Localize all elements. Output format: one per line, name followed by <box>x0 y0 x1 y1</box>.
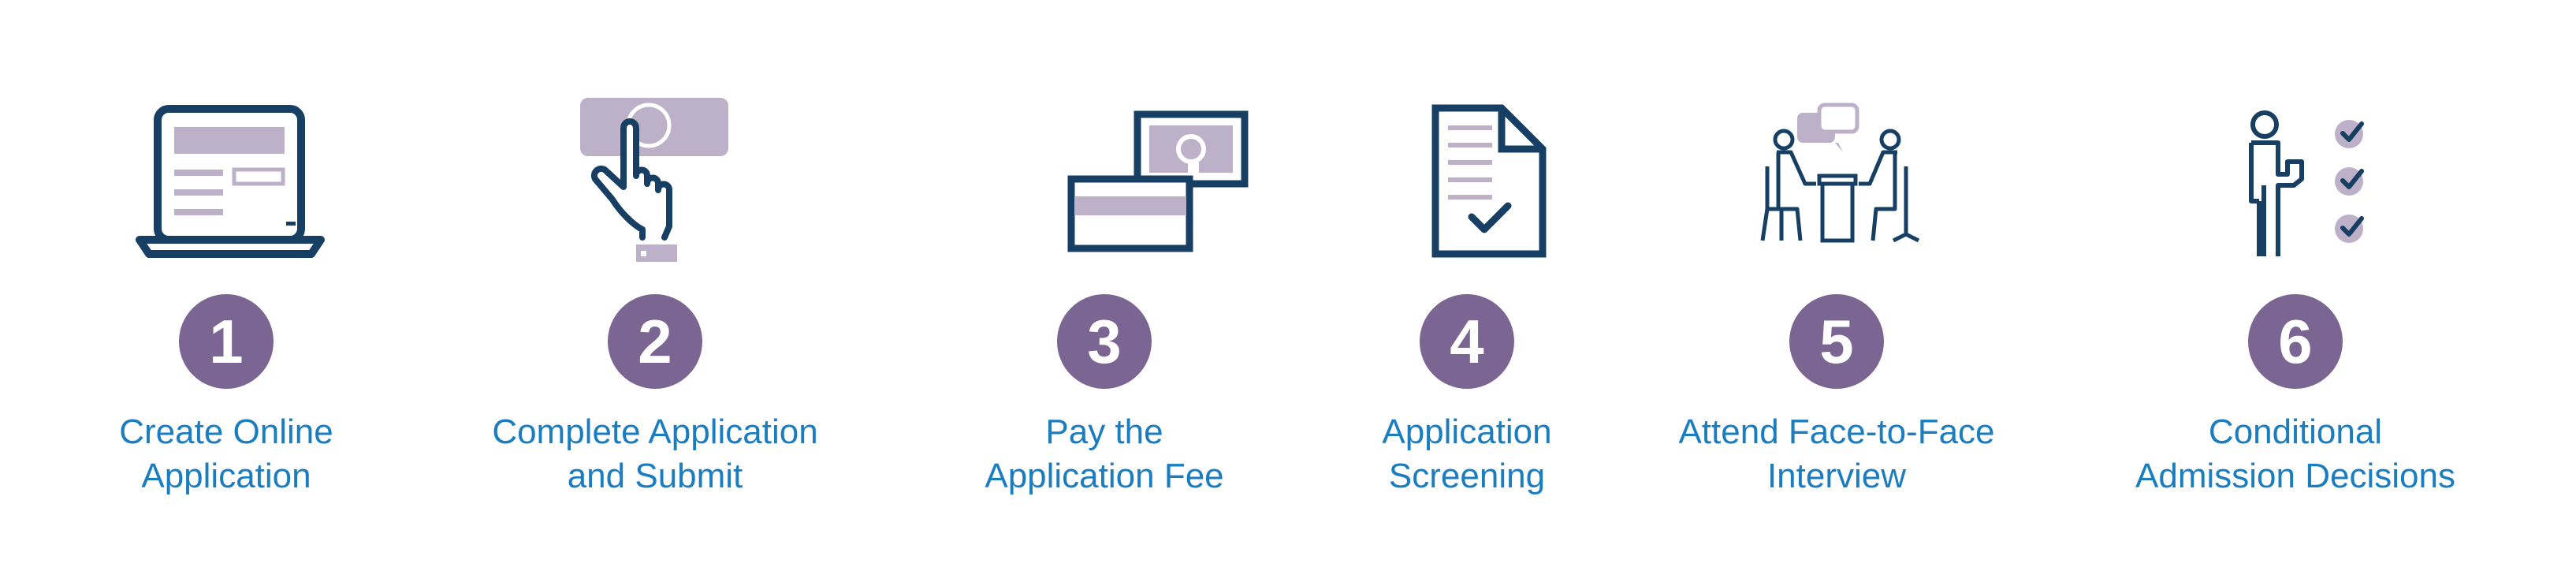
payment-icon <box>1067 110 1249 252</box>
step-label-line-1: Conditional <box>2208 412 2383 451</box>
step-2: 2 Complete Application and Submit <box>434 0 876 571</box>
step-label-line-2: Screening <box>1388 457 1546 495</box>
step-number-badge: 4 <box>1420 294 1514 389</box>
step-label: Create Online Application <box>6 410 447 498</box>
step-number-badge: 1 <box>179 294 274 389</box>
document-check-icon <box>1431 104 1547 258</box>
step-3: 3 Pay the Application Fee <box>884 0 1325 571</box>
checklist-icon <box>2249 110 2364 256</box>
step-label-line-1: Application <box>1382 412 1552 451</box>
step-6: 6 Conditional Admission Decisions <box>2075 0 2516 571</box>
step-label: Conditional Admission Decisions <box>2075 410 2516 498</box>
step-label-line-2: Application Fee <box>985 457 1224 495</box>
step-number-badge: 2 <box>608 294 702 389</box>
step-label-line-1: Attend Face-to-Face <box>1678 412 1995 451</box>
step-number-badge: 3 <box>1057 294 1152 389</box>
step-4: 4 Application Screening <box>1246 0 1688 571</box>
interview-icon <box>1760 103 1920 243</box>
step-1: 1 Create Online Application <box>6 0 447 571</box>
step-label-line-2: Admission Decisions <box>2135 457 2455 495</box>
step-label-line-2: and Submit <box>567 457 743 495</box>
step-label-line-1: Create Online <box>119 412 333 451</box>
step-label-line-2: Application <box>141 457 311 495</box>
laptop-icon <box>136 105 325 258</box>
step-label: Pay the Application Fee <box>884 410 1325 498</box>
step-5: 5 Attend Face-to-Face Interview <box>1616 0 2057 571</box>
step-label: Complete Application and Submit <box>434 410 876 498</box>
step-label: Attend Face-to-Face Interview <box>1616 410 2057 498</box>
hand-pointer-icon <box>580 98 728 262</box>
step-label-line-2: Interview <box>1766 457 1907 495</box>
step-label-line-1: Pay the <box>1045 412 1163 451</box>
step-number-badge: 5 <box>1789 294 1884 389</box>
step-label: Application Screening <box>1246 410 1688 498</box>
step-label-line-1: Complete Application <box>492 412 818 451</box>
step-number-badge: 6 <box>2248 294 2343 389</box>
